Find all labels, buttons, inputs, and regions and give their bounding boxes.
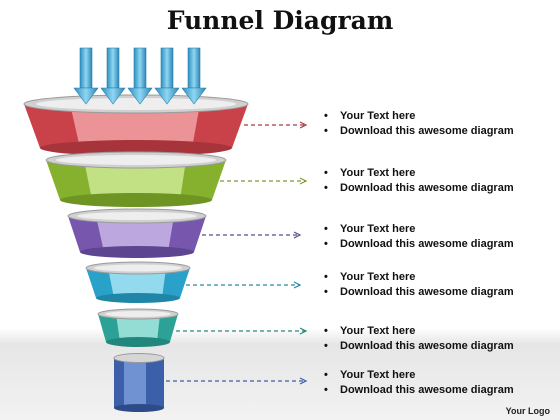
connector-arrows bbox=[166, 121, 308, 385]
level-3-line-1: Your Text here bbox=[322, 222, 514, 237]
level-5-line-2: Download this awesome diagram bbox=[322, 339, 514, 354]
level-2-text: Your Text here Download this awesome dia… bbox=[322, 166, 514, 196]
level-2-line-1: Your Text here bbox=[322, 166, 514, 181]
funnel-level-3 bbox=[67, 208, 207, 258]
arrow-down-icon bbox=[100, 47, 126, 105]
funnel-level-4 bbox=[85, 261, 191, 303]
level-1-line-2: Download this awesome diagram bbox=[322, 124, 514, 139]
arrow-down-icon bbox=[154, 47, 180, 105]
level-4-line-2: Download this awesome diagram bbox=[322, 285, 514, 300]
level-3-line-2: Download this awesome diagram bbox=[322, 237, 514, 252]
funnel-level-6 bbox=[113, 353, 165, 412]
funnel-level-2 bbox=[45, 151, 227, 207]
funnel-level-1 bbox=[23, 94, 249, 156]
logo-text: Your Logo bbox=[505, 406, 550, 416]
arrow-down-icon bbox=[127, 47, 153, 105]
level-5-text: Your Text here Download this awesome dia… bbox=[322, 324, 514, 354]
level-1-text: Your Text here Download this awesome dia… bbox=[322, 109, 514, 139]
level-1-line-1: Your Text here bbox=[322, 109, 514, 124]
arrow-down-icon bbox=[181, 47, 207, 105]
level-6-text: Your Text here Download this awesome dia… bbox=[322, 368, 514, 398]
level-6-line-1: Your Text here bbox=[322, 368, 514, 383]
funnel-level-5 bbox=[97, 308, 179, 347]
level-4-text: Your Text here Download this awesome dia… bbox=[322, 270, 514, 300]
level-6-line-2: Download this awesome diagram bbox=[322, 383, 514, 398]
level-3-text: Your Text here Download this awesome dia… bbox=[322, 222, 514, 252]
arrow-down-icon bbox=[73, 47, 99, 105]
level-2-line-2: Download this awesome diagram bbox=[322, 181, 514, 196]
level-5-line-1: Your Text here bbox=[322, 324, 514, 339]
level-4-line-1: Your Text here bbox=[322, 270, 514, 285]
page-title: Funnel Diagram bbox=[166, 6, 394, 35]
input-arrows bbox=[73, 47, 207, 105]
